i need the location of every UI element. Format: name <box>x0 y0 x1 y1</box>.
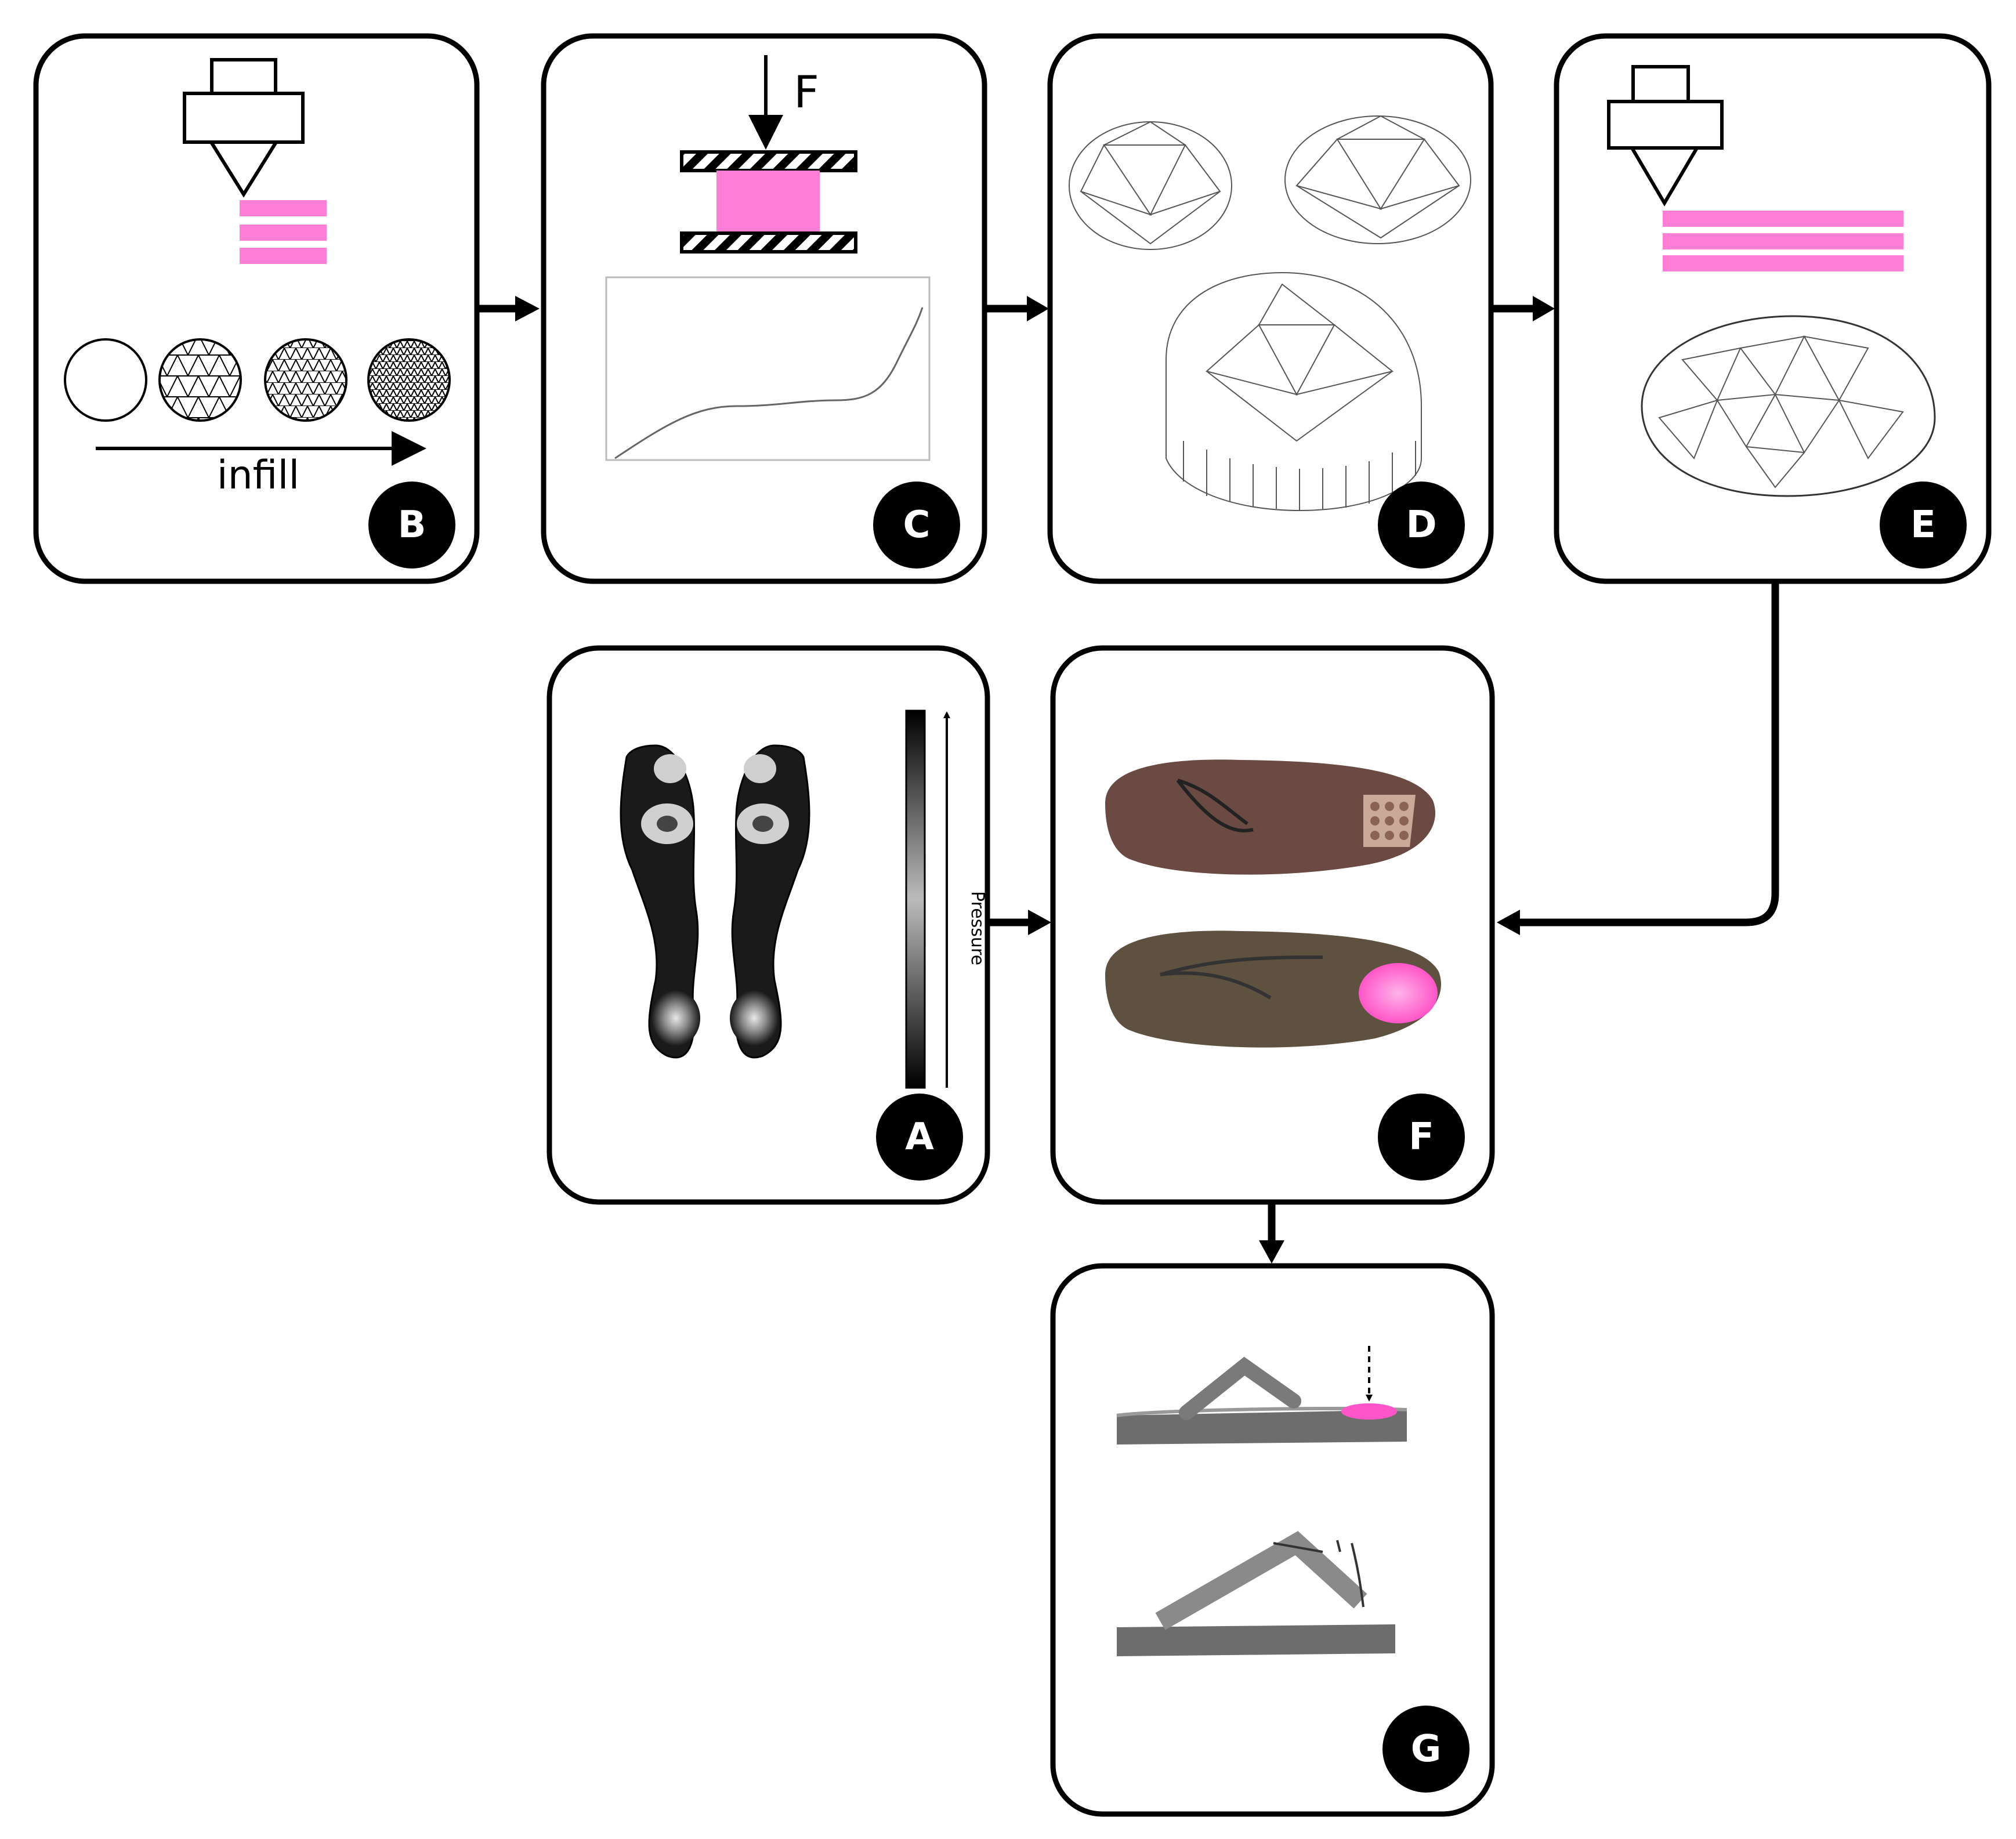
compression-plates-icon <box>680 150 857 254</box>
badge-a-label: A <box>905 1116 934 1159</box>
sandal-photo-top <box>1105 759 1436 875</box>
panel-d: D <box>1047 33 1494 584</box>
badge-g: G <box>1382 1706 1470 1793</box>
printer-nozzle-icon <box>1607 65 1724 207</box>
foot-pressure-map <box>620 744 810 1059</box>
panel-f: F <box>1050 645 1495 1205</box>
stress-strain-plot <box>605 276 931 461</box>
triangular-mesh-icon <box>1069 115 1471 512</box>
infill-sample-empty <box>64 338 147 422</box>
pink-insole-pad <box>1359 963 1438 1023</box>
arrow-e-to-f <box>1517 581 1779 926</box>
printed-layers <box>240 200 327 264</box>
badge-f-label: F <box>1409 1116 1434 1159</box>
pressure-label: Pressure <box>967 891 987 965</box>
badge-g-label: G <box>1411 1728 1442 1771</box>
pressure-colorbar <box>905 709 926 1089</box>
panel-g: G <box>1050 1263 1495 1817</box>
badge-a: A <box>876 1094 963 1181</box>
infill-samples <box>64 338 451 422</box>
sandal-side-view-2 <box>1117 1531 1395 1656</box>
pink-insole-pad <box>1341 1403 1397 1420</box>
badge-d-label: D <box>1406 504 1436 546</box>
panel-e: E <box>1554 33 1992 584</box>
stress-strain-curve <box>614 307 924 459</box>
force-label: F <box>794 66 819 118</box>
printed-layers <box>1663 211 1903 271</box>
triangular-mesh-icon <box>1641 315 1936 497</box>
badge-b: B <box>368 482 455 569</box>
badge-d: D <box>1378 482 1465 569</box>
panel-c: F C <box>541 33 987 584</box>
badge-f: F <box>1378 1094 1465 1181</box>
infill-sample-dense <box>367 338 451 422</box>
badge-e: E <box>1880 482 1967 569</box>
badge-c-label: C <box>903 504 931 546</box>
flow-connectors <box>477 296 1779 1264</box>
infill-sample-sparse <box>158 338 242 422</box>
panel-a: Pressure A <box>546 645 990 1205</box>
badge-b-label: B <box>398 504 426 546</box>
badge-e-label: E <box>1910 504 1936 546</box>
infill-sample-medium <box>264 338 348 422</box>
infill-label: infill <box>217 452 300 498</box>
sandal-photo-bottom <box>1105 931 1442 1048</box>
panel-b: infill B <box>33 33 480 584</box>
sandal-side-view-1 <box>1116 1346 1407 1445</box>
printer-nozzle-icon <box>183 58 305 198</box>
panel-g-frame <box>1050 1263 1495 1817</box>
badge-c: C <box>873 482 960 569</box>
